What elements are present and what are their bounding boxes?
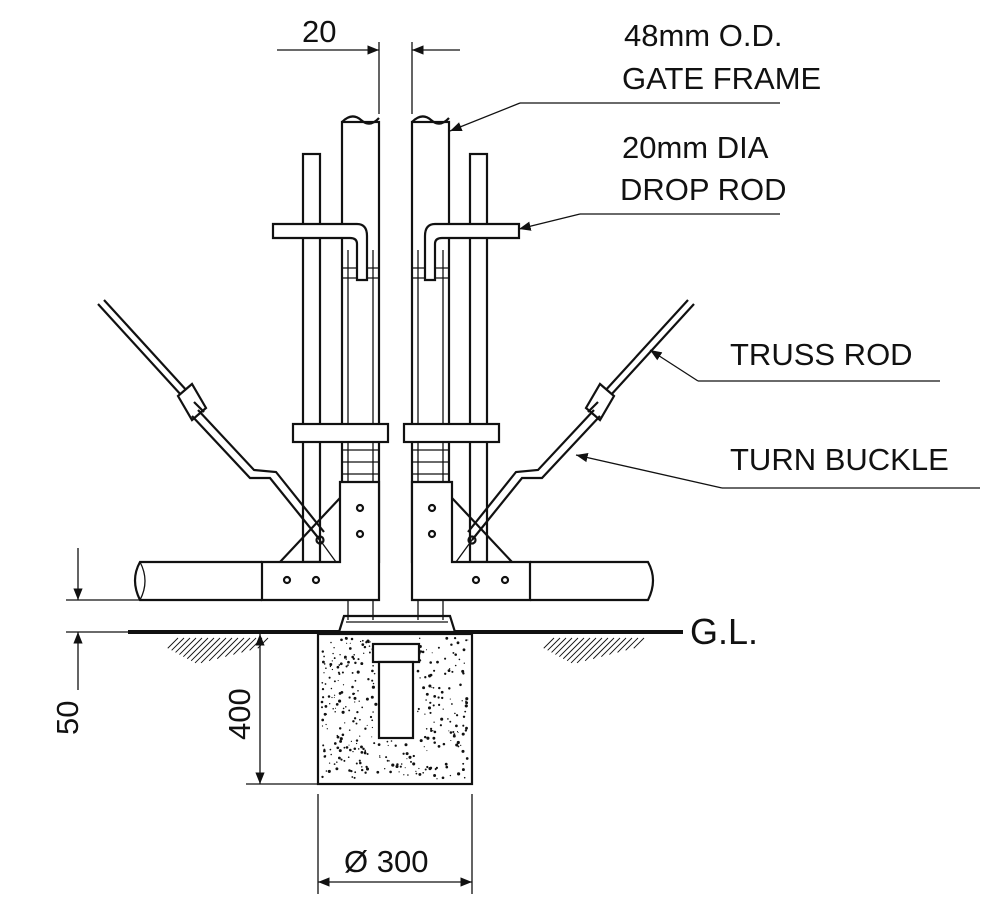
- diameter-dimension: Ø 300: [317, 794, 473, 894]
- truss-rod-callout: TRUSS ROD: [649, 337, 940, 382]
- turn-buckle-callout: TURN BUCKLE: [575, 442, 980, 489]
- gate-frame-callout: 48mm O.D. GATE FRAME: [449, 18, 821, 132]
- gap-dimension: 20: [277, 14, 460, 114]
- depth-dimension-label: 400: [222, 688, 257, 740]
- gate-frame-label-line1: 48mm O.D.: [624, 18, 782, 53]
- depth-dimension: 400: [222, 634, 318, 785]
- clearance-dimension: 50: [50, 548, 140, 735]
- bottom-rail-right: [530, 560, 655, 602]
- left-gate-assembly: [97, 115, 390, 620]
- diameter-dimension-label: Ø 300: [344, 844, 428, 879]
- ground-hatching-right: [543, 637, 645, 664]
- drop-rod-label-line2: DROP ROD: [620, 172, 787, 207]
- clearance-dimension-label: 50: [50, 701, 85, 735]
- right-gate-assembly: [402, 115, 695, 620]
- base-cap: [337, 614, 457, 634]
- gate-frame-label-line2: GATE FRAME: [622, 61, 821, 96]
- spigot: [371, 642, 421, 740]
- drop-rod-label-line1: 20mm DIA: [622, 130, 769, 165]
- truss-rod-label: TRUSS ROD: [730, 337, 913, 372]
- drop-rod-callout: 20mm DIA DROP ROD: [518, 130, 787, 231]
- gap-dimension-label: 20: [302, 14, 336, 49]
- turn-buckle-label: TURN BUCKLE: [730, 442, 949, 477]
- bottom-rail-left: [133, 560, 262, 602]
- ground-hatching-left: [167, 637, 269, 664]
- ground-level-label: G.L.: [690, 611, 758, 652]
